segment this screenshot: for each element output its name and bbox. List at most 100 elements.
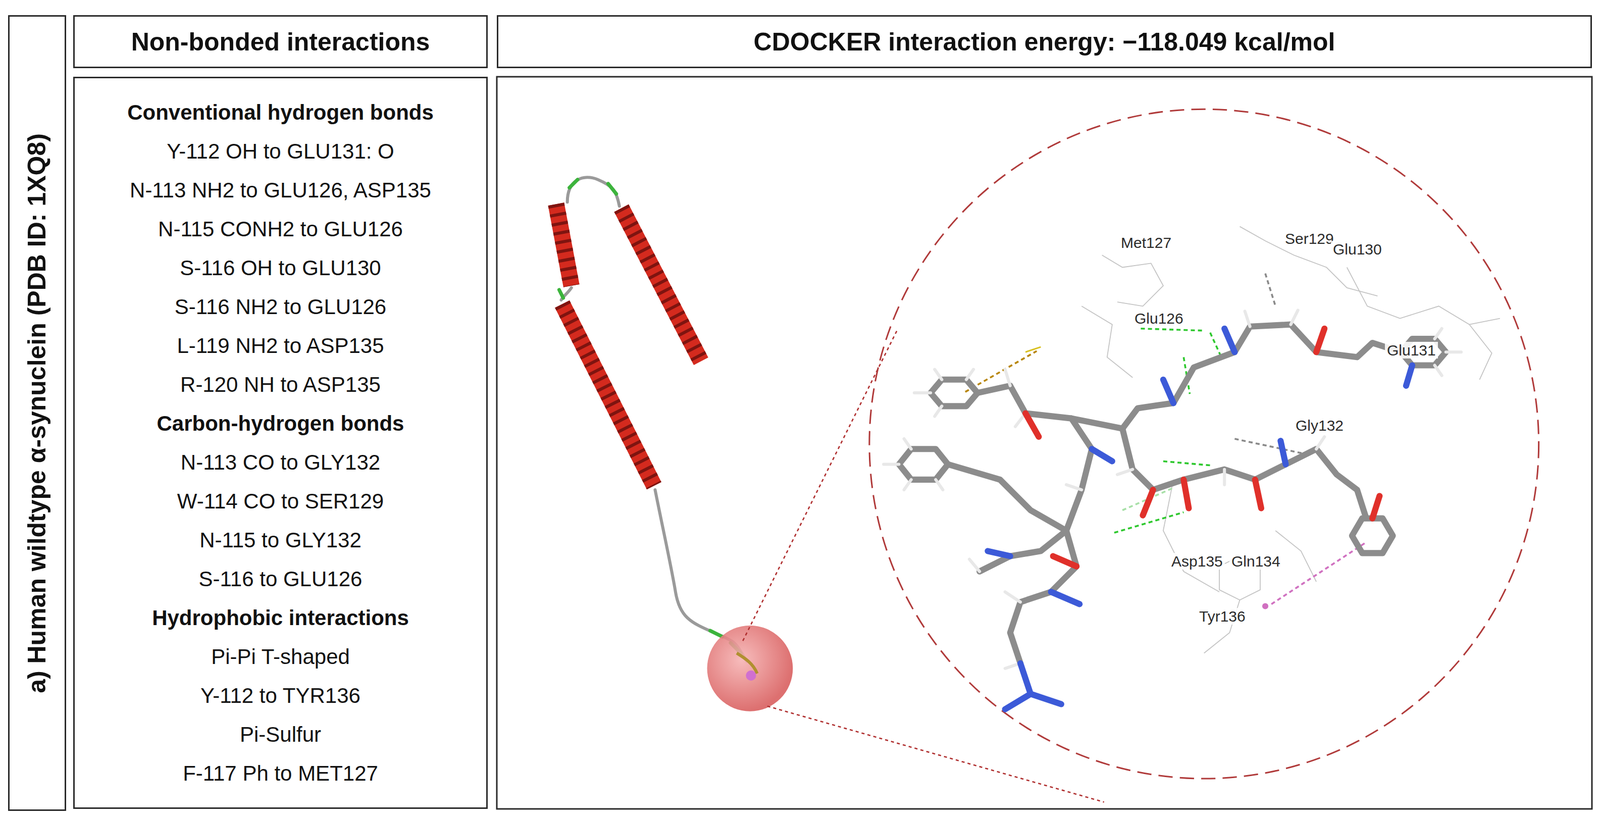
protein-figure [555, 109, 1539, 802]
nitrogen-stick [1091, 448, 1112, 461]
list-item: Y-112 OH to GLU131: O [166, 131, 395, 171]
helix [555, 203, 572, 286]
residue-label: Glu131 [1384, 341, 1438, 359]
list-item: S-116 NH2 to GLU126 [174, 287, 387, 327]
hydrogen-stick [1434, 328, 1462, 376]
residue-wire [1347, 267, 1492, 380]
list-item: L-119 NH2 to ASP135 [176, 326, 384, 366]
header-text: CDOCKER interaction energy: −118.049 kca… [753, 27, 1336, 57]
oxygen-stick [1372, 495, 1380, 519]
ligand-stick [930, 379, 978, 407]
coil [567, 177, 620, 206]
helix [562, 303, 655, 486]
nitrogen-stick [1280, 440, 1286, 464]
hydrogen-stick [1005, 369, 1133, 490]
ligand-stick [979, 530, 1067, 572]
coil-green [608, 183, 617, 194]
residue-wire [1081, 226, 1501, 654]
header-text: Non-bonded interactions [131, 27, 431, 57]
residue-wire [1163, 479, 1220, 592]
nitrogen-stick [1406, 365, 1413, 386]
helix [621, 208, 702, 361]
coil [561, 177, 748, 661]
oxygen-stick [1183, 479, 1189, 509]
residue-label: Tyr136 [1197, 607, 1248, 625]
column-header: CDOCKER interaction energy: −118.049 kca… [496, 15, 1592, 69]
residue-label: Ser129 [1282, 230, 1336, 247]
ligand-stick [1122, 428, 1366, 516]
coil-green [569, 179, 578, 188]
interaction-list: Conventional hydrogen bondsY-112 OH to G… [73, 76, 488, 809]
interaction-line [1114, 512, 1184, 533]
residue-label: Glu126 [1132, 310, 1186, 327]
helix [562, 303, 655, 486]
interaction-line [1271, 542, 1366, 604]
hydrogen-stick [883, 438, 943, 490]
helix [555, 203, 701, 486]
residue-label: Gly132 [1293, 417, 1346, 434]
interaction-line [1210, 332, 1221, 355]
list-item: S-116 to GLU126 [198, 559, 363, 599]
list-item: W-114 CO to SER129 [177, 481, 384, 521]
column-header: Non-bonded interactions [73, 15, 488, 69]
ligand-stick [948, 464, 1067, 531]
ring-centroid [1262, 602, 1269, 609]
nitrogen-stick [1163, 379, 1174, 403]
helix [621, 208, 702, 361]
zoom-leader [742, 328, 898, 641]
list-item: N-115 to GLY132 [199, 520, 362, 560]
panel-label-band: a) Human wildtype α-synuclein (PDB ID: 1… [8, 15, 67, 811]
interaction-line [1163, 460, 1211, 466]
hydrogen-stick [914, 369, 974, 417]
residue-label: Glu130 [1330, 240, 1384, 258]
list-item: N-113 NH2 to GLU126, ASP135 [129, 170, 432, 210]
coil-green [559, 289, 564, 298]
list-heading: Carbon-hydrogen bonds [157, 403, 405, 443]
residue-wire [1081, 305, 1133, 378]
oxygen-stick [1025, 328, 1380, 567]
coil-green [559, 179, 742, 654]
list-item: R-120 NH to ASP135 [180, 365, 381, 404]
list-heading: Hydrophobic interactions [151, 598, 409, 638]
interaction-line [1234, 438, 1306, 454]
list-heading: Conventional hydrogen bonds [127, 92, 434, 132]
list-item: Pi-Pi T-shaped [211, 637, 350, 677]
list-item: F-117 Ph to MET127 [182, 753, 379, 793]
sulfur-wire [1025, 346, 1041, 352]
residue-label: Asp135 [1169, 552, 1225, 570]
ligand-stick [1352, 518, 1393, 554]
panel-title: a) Human wildtype α-synuclein (PDB ID: 1… [23, 133, 51, 694]
oxygen-stick [1316, 328, 1325, 352]
list-item: S-116 OH to GLU130 [179, 248, 381, 288]
nitrogen-stick [987, 328, 1413, 710]
oxygen-stick [1053, 555, 1077, 566]
nitrogen-stick [1224, 328, 1235, 352]
list-item: Y-112 to TYR136 [200, 676, 361, 715]
list-item: N-113 CO to GLY132 [180, 442, 381, 482]
nitrogen-stick [1005, 663, 1062, 710]
oxygen-stick [1143, 489, 1154, 516]
interaction-line [965, 273, 1366, 605]
ligand-stick [899, 324, 1447, 664]
binding-site-sphere [736, 652, 757, 674]
nitrogen-stick [1051, 591, 1080, 604]
list-item: N-115 CONH2 to GLU126 [158, 209, 403, 249]
ligand-stick [1071, 324, 1402, 429]
helix [555, 203, 572, 286]
residue-label: Gln134 [1229, 552, 1283, 570]
nitrogen-stick [987, 550, 1010, 556]
residue-wire [1469, 318, 1501, 325]
hydrogen-stick [883, 310, 1462, 668]
list-item: Pi-Sulfur [239, 714, 322, 754]
zoom-leader [767, 706, 1105, 803]
hydrogen-stick [969, 436, 1325, 602]
panel-frame [496, 76, 1592, 809]
interaction-line [1140, 328, 1204, 331]
zoom-leader [742, 328, 1104, 803]
ligand-stick [899, 448, 949, 480]
oxygen-stick [1025, 413, 1039, 437]
zoom-circle [869, 109, 1539, 779]
oxygen-stick [1255, 479, 1262, 509]
binding-site-sphere [707, 625, 794, 712]
